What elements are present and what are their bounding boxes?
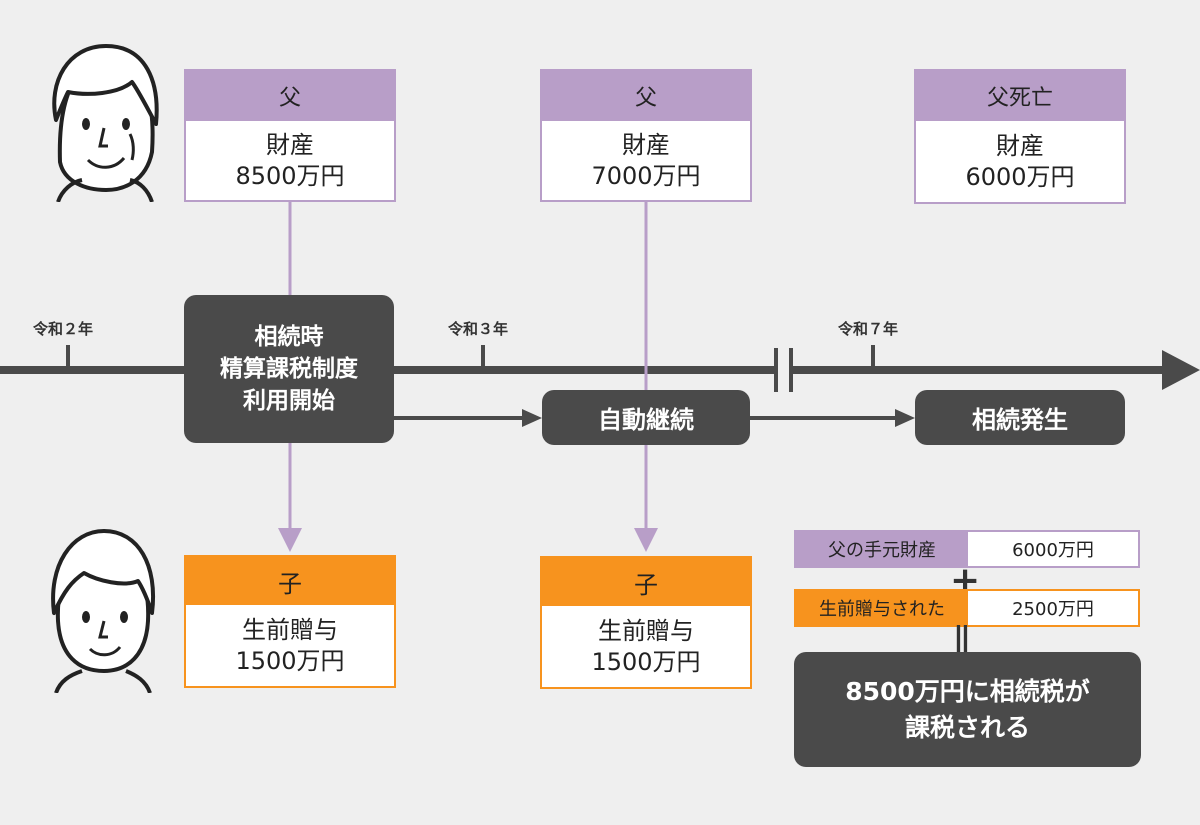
- equals-sign: ||: [953, 621, 971, 656]
- system-start-box: 相続時 精算課税制度 利用開始: [184, 295, 394, 443]
- year-label: 令和７年: [838, 320, 899, 338]
- result-text: 課税される: [904, 712, 1030, 742]
- row-value: 2500万円: [1012, 599, 1094, 620]
- box-body: 財産 6000万円: [916, 121, 1124, 202]
- box-header: 子: [186, 557, 394, 605]
- timeline-arrowhead: [1162, 350, 1200, 390]
- year-label: 令和２年: [33, 320, 94, 338]
- father-avatar-icon: [52, 44, 159, 202]
- gifted-amount-row: 生前贈与された 2500万円: [794, 589, 1140, 627]
- gift-arrowhead: [634, 528, 658, 552]
- tax-result-box: 8500万円に相続税が 課税される: [794, 652, 1141, 767]
- year-label: 令和３年: [448, 320, 509, 338]
- child-gift-box: 子 生前贈与 1500万円: [184, 555, 396, 688]
- father-holdings-row: 父の手元財産 6000万円: [794, 530, 1140, 568]
- gift-amount: 1500万円: [591, 647, 701, 676]
- box-body: 生前贈与 1500万円: [542, 606, 750, 687]
- box-body: 財産 8500万円: [186, 121, 394, 200]
- box-header: 子: [542, 558, 750, 606]
- gift-label: 生前贈与: [242, 615, 338, 644]
- asset-label: 財産: [622, 130, 670, 159]
- event-text: 利用開始: [243, 388, 335, 414]
- asset-label: 財産: [996, 131, 1044, 160]
- flow-arrowhead: [895, 409, 915, 427]
- result-text: 8500万円に相続税が: [845, 676, 1090, 706]
- event-text: 精算課税制度: [220, 356, 358, 382]
- event-text: 相続時: [254, 324, 324, 350]
- event-text: 自動継続: [598, 406, 694, 434]
- box-header: 父: [186, 71, 394, 121]
- auto-continue-box: 自動継続: [542, 390, 750, 445]
- asset-amount: 6000万円: [965, 162, 1075, 191]
- child-gift-box: 子 生前贈与 1500万円: [540, 556, 752, 689]
- flow-arrowhead: [522, 409, 542, 427]
- box-header: 父死亡: [916, 71, 1124, 121]
- row-value: 6000万円: [1012, 540, 1094, 561]
- box-body: 財産 7000万円: [542, 121, 750, 200]
- asset-amount: 7000万円: [591, 161, 701, 190]
- father-asset-box: 父 財産 8500万円: [184, 69, 396, 202]
- gift-amount: 1500万円: [235, 646, 345, 675]
- asset-label: 財産: [266, 130, 314, 159]
- box-body: 生前贈与 1500万円: [186, 605, 394, 686]
- gift-arrowhead: [278, 528, 302, 552]
- child-avatar-icon: [51, 529, 155, 693]
- inheritance-occurs-box: 相続発生: [915, 390, 1125, 445]
- box-header: 父: [542, 71, 750, 121]
- event-text: 相続発生: [972, 406, 1068, 434]
- gift-label: 生前贈与: [598, 616, 694, 645]
- father-asset-box: 父死亡 財産 6000万円: [914, 69, 1126, 204]
- row-label: 生前贈与された: [796, 591, 968, 625]
- asset-amount: 8500万円: [235, 161, 345, 190]
- row-label: 父の手元財産: [796, 532, 968, 566]
- father-asset-box: 父 財産 7000万円: [540, 69, 752, 202]
